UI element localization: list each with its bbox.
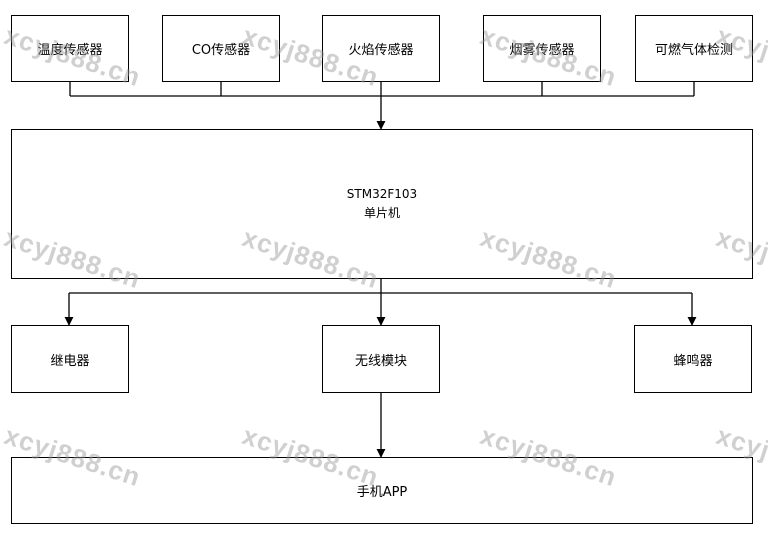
- smoke-sensor-label: 烟雾传感器: [509, 43, 575, 58]
- relay-label: 继电器: [50, 353, 90, 369]
- wireless-module-box: 无线模块: [322, 325, 440, 393]
- mobile-app-box: 手机APP: [11, 457, 753, 524]
- mcu-model: STM32F103: [346, 187, 418, 201]
- mcu-type: 单片机: [363, 206, 400, 220]
- wireless-module-label: 无线模块: [354, 353, 407, 369]
- flame-sensor-label: 火焰传感器: [348, 43, 414, 58]
- mobile-app-label: 手机APP: [356, 485, 408, 500]
- gas-detection-label: 可燃气体检测: [654, 43, 733, 58]
- buzzer-box: 蜂鸣器: [634, 325, 752, 393]
- relay-box: 继电器: [11, 325, 129, 393]
- buzzer-label: 蜂鸣器: [673, 353, 713, 369]
- flame-sensor-box: 火焰传感器: [322, 15, 440, 82]
- gas-detection-box: 可燃气体检测: [635, 15, 753, 82]
- smoke-sensor-box: 烟雾传感器: [483, 15, 601, 82]
- co-sensor-label: CO传感器: [191, 43, 251, 58]
- temperature-sensor-box: 温度传感器: [11, 15, 129, 82]
- temperature-sensor-label: 温度传感器: [37, 43, 103, 58]
- mcu-box: STM32F103 单片机: [11, 129, 753, 279]
- co-sensor-box: CO传感器: [162, 15, 280, 82]
